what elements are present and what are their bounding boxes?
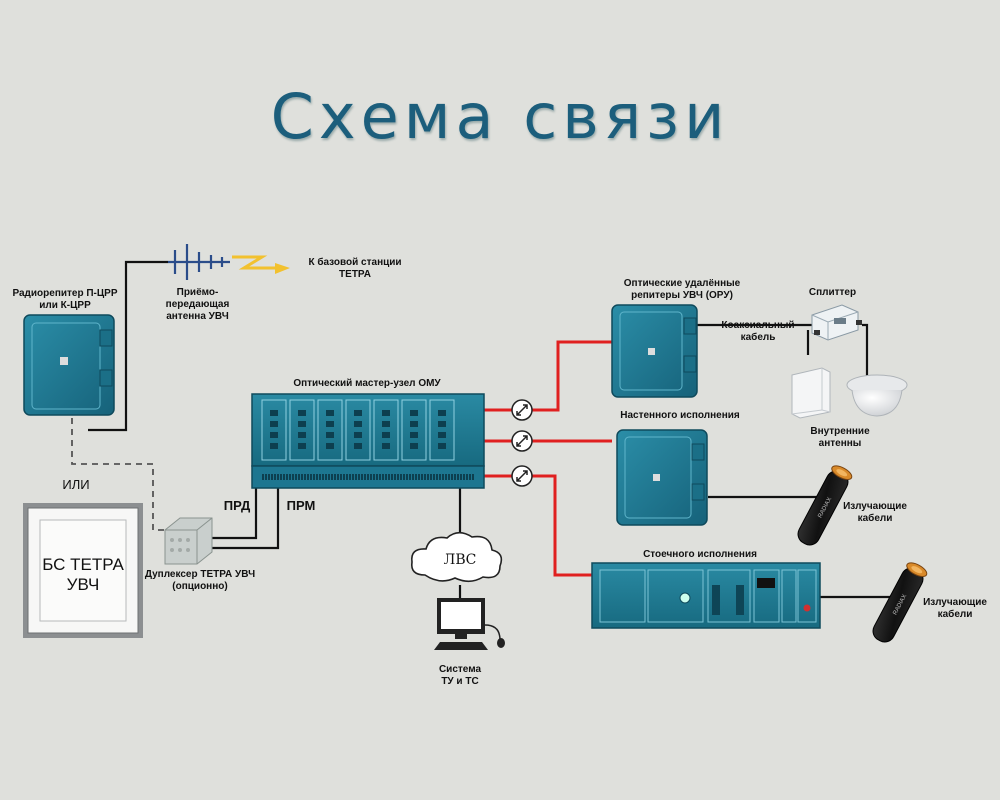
panel-antenna-icon (791, 367, 831, 419)
omu-port (270, 443, 278, 449)
omu-port (326, 443, 334, 449)
dashed-link (71, 418, 165, 531)
system-label: Система ТУ и ТС (438, 664, 482, 687)
omu-port (298, 443, 306, 449)
rack-mount-icon (591, 562, 821, 629)
omu-port (270, 432, 278, 438)
radio-repeater-label: Радиорепитер П-ЦРР или К-ЦРР (12, 288, 118, 311)
omu-label: Оптический мастер-узел ОМУ (293, 378, 441, 389)
omu-port (354, 443, 362, 449)
lan-label: ЛВС (443, 552, 477, 568)
omu-port (298, 421, 306, 427)
omu-port (354, 421, 362, 427)
wire-splitter-dome (862, 323, 869, 378)
prm-label: ПРМ (286, 498, 316, 513)
omu-card (317, 399, 343, 461)
radiating-cables-label-1: Излучающие кабели (843, 501, 907, 524)
antenna-label: Приёмо- передающая антенна УВЧ (165, 287, 230, 322)
rack-icon (251, 393, 485, 489)
omu-port (410, 421, 418, 427)
splitter-label: Сплиттер (808, 287, 857, 298)
base-station-frame (23, 503, 143, 638)
oru-label: Оптические удалённые репитеры УВЧ (ОРУ) (623, 278, 741, 301)
rack-mount-label: Стоечного исполнения (643, 549, 757, 560)
omu-port (438, 432, 446, 438)
diagram-title: Схема связи (270, 80, 730, 153)
omu-card (429, 399, 455, 461)
or-label: ИЛИ (62, 477, 90, 492)
repeater-icon (23, 314, 115, 416)
ceiling-antenna-icon (846, 374, 908, 417)
fiber-oru (484, 340, 612, 412)
omu-card (261, 399, 287, 461)
lightning-icon (232, 255, 290, 274)
omu-card (289, 399, 315, 461)
omu-port (354, 432, 362, 438)
omu-port (326, 410, 334, 416)
omu-port (382, 432, 390, 438)
optical-converter-icon (511, 399, 533, 487)
omu-port (382, 443, 390, 449)
omu-port (298, 432, 306, 438)
radiating-cable-icon: RADIAX RADIAX (797, 465, 928, 643)
wall-repeater-icon (616, 429, 708, 526)
wall-mount-label: Настенного исполнения (620, 410, 740, 421)
omu-card (345, 399, 371, 461)
indoor-antennas-label: Внутренние антенны (810, 426, 870, 449)
omu-port (410, 443, 418, 449)
omu-port (438, 421, 446, 427)
duplexer-label: Дуплексер ТЕТРА УВЧ (опционно) (144, 569, 256, 592)
wire-duplexer-prm (185, 488, 280, 550)
wire-repeater-antenna (88, 260, 168, 432)
omu-port (382, 410, 390, 416)
omu-port (410, 410, 418, 416)
fiber-links (484, 340, 612, 577)
omu-card (401, 399, 427, 461)
omu-port (270, 421, 278, 427)
computer-icon (434, 598, 505, 650)
coax-label: Коаксиальный кабель (721, 320, 795, 343)
omu-port (298, 410, 306, 416)
omu-port (382, 421, 390, 427)
omu-port (270, 410, 278, 416)
omu-port (438, 443, 446, 449)
omu-card (373, 399, 399, 461)
duplexer-icon (164, 517, 213, 565)
radiating-cables-label-2: Излучающие кабели (923, 597, 987, 620)
oru-repeater-icon (611, 304, 698, 398)
prd-label: ПРД (223, 498, 251, 513)
omu-port (354, 410, 362, 416)
bs-tetra-label: БС ТЕТРА УВЧ (42, 555, 124, 594)
cloud-icon (410, 531, 503, 583)
omu-port (326, 432, 334, 438)
omu-port (326, 421, 334, 427)
splitter-icon (811, 304, 862, 341)
omu-port (438, 410, 446, 416)
omu-port (410, 432, 418, 438)
antenna-icon (168, 244, 230, 280)
base-station-label: К базовой станции ТЕТРА (308, 257, 402, 280)
